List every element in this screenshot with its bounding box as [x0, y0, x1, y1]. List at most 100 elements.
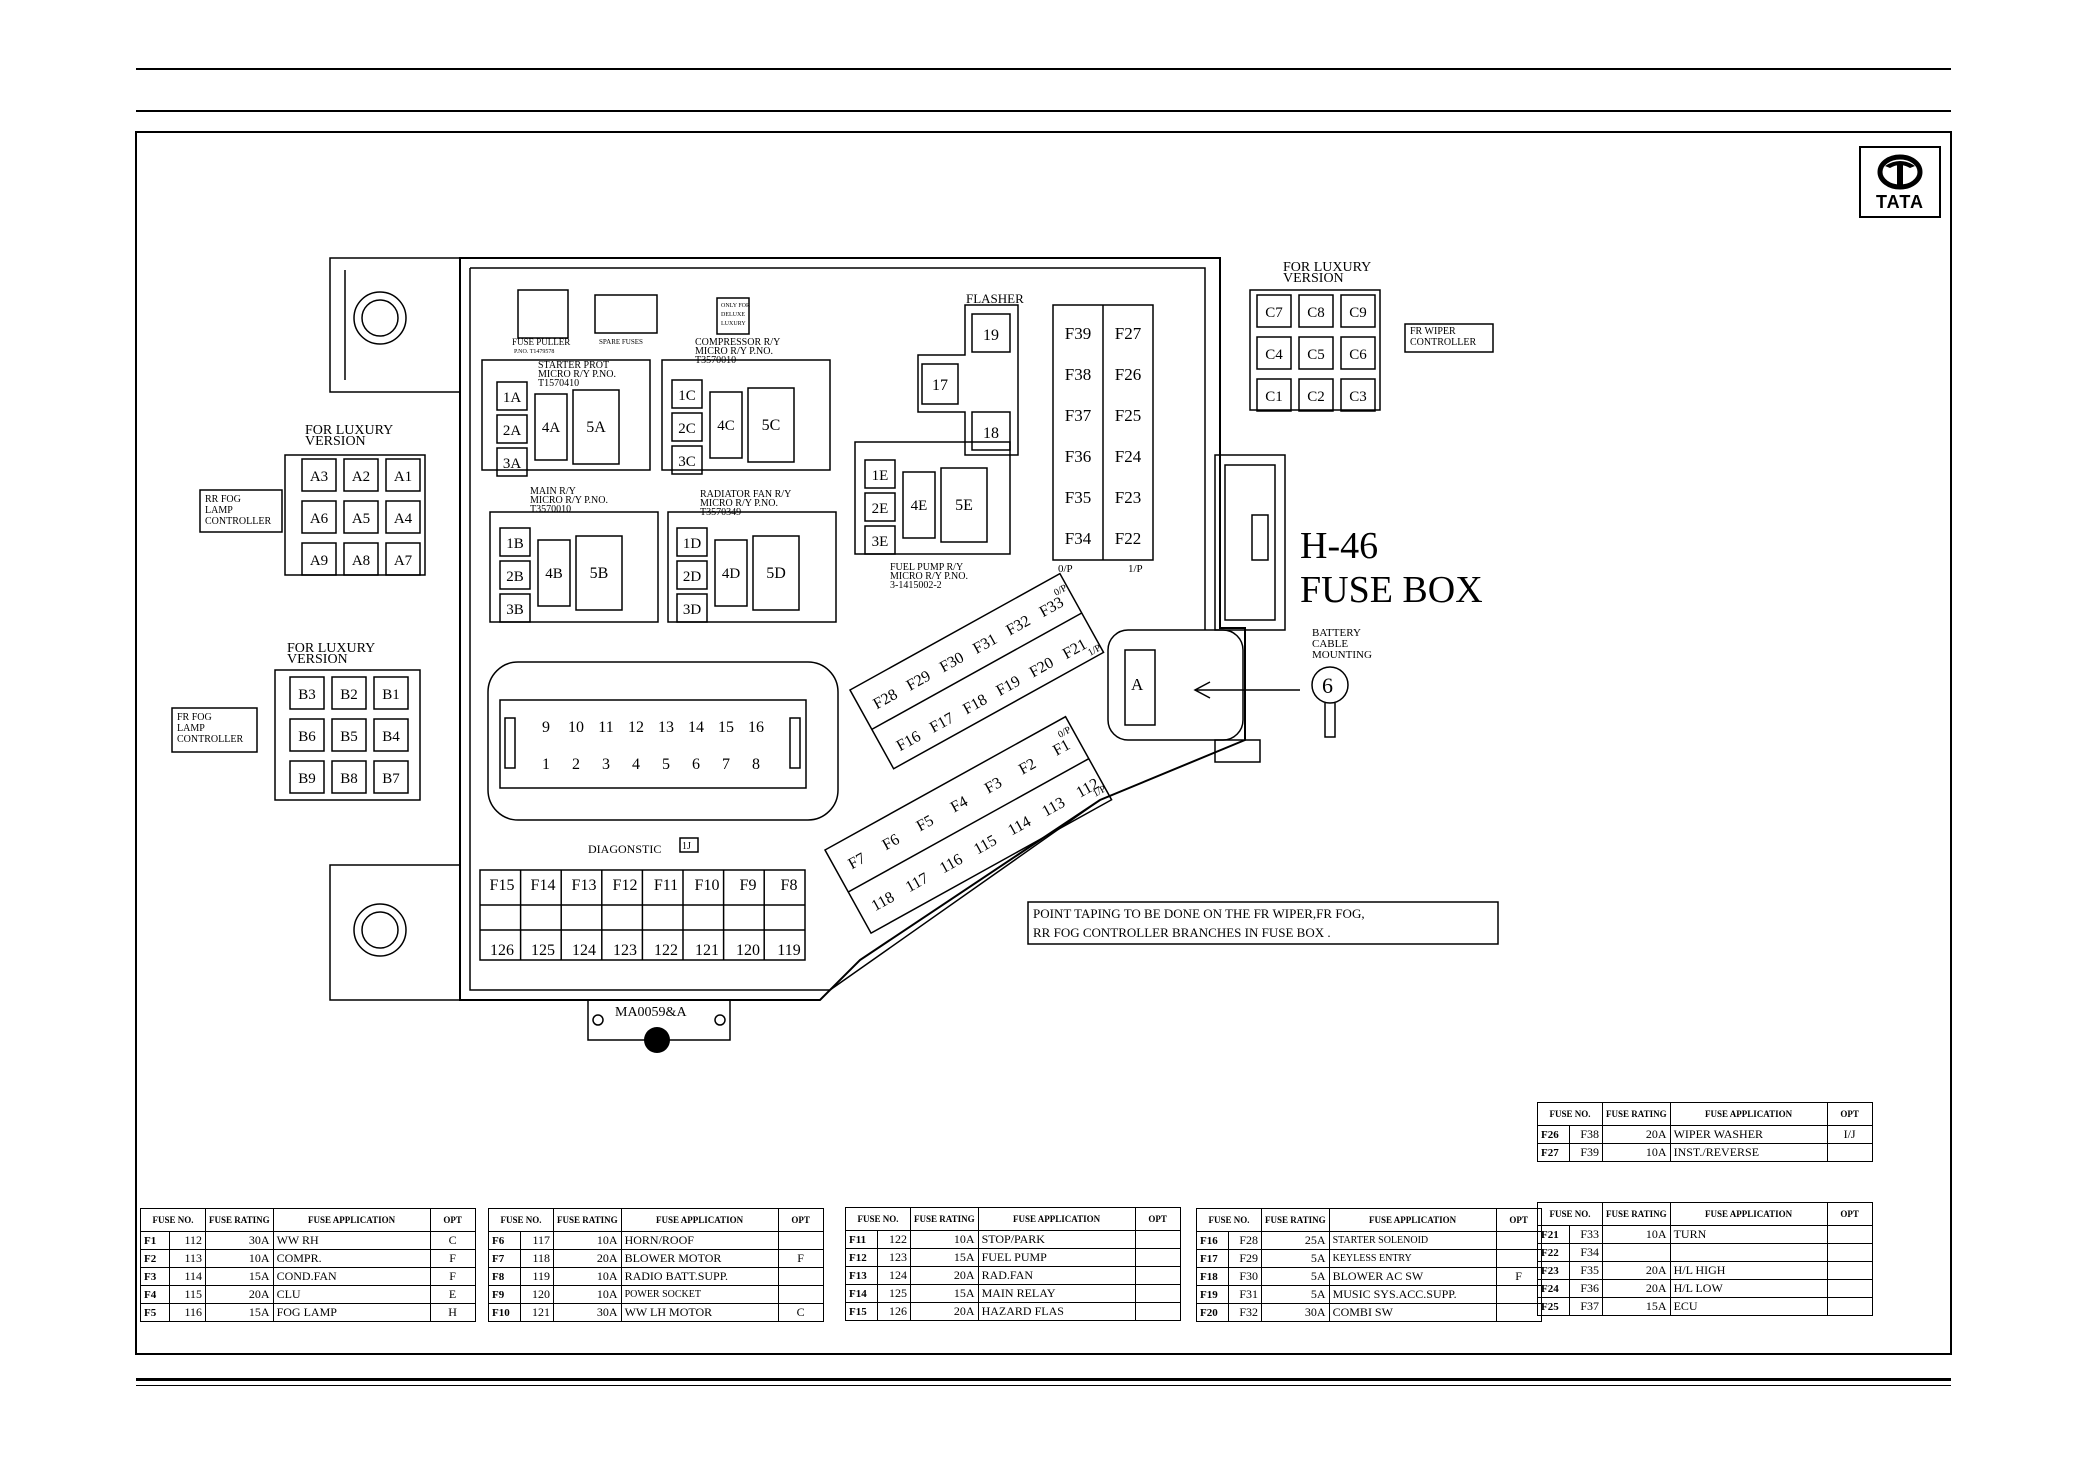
fuse-label: 115 [971, 832, 1000, 858]
fuse-label: F11 [654, 877, 678, 894]
fuse-no: F16 [1196, 1231, 1229, 1250]
fuse-alt-no: F33 [1568, 1225, 1604, 1244]
fuse-label: F1 [1050, 736, 1073, 759]
connector-a-label: A4 [394, 511, 413, 527]
fuse-rating: 30A [1261, 1303, 1330, 1322]
table-header-col-opt: OPT [1826, 1202, 1873, 1226]
diag-pin: 1 [542, 756, 550, 773]
fuse-opt: H [429, 1303, 476, 1322]
fuse-label: F34 [1065, 529, 1092, 548]
table-header-col-app: FUSE APPLICATION [620, 1208, 779, 1232]
table-header-col-rating: FUSE RATING [1602, 1102, 1671, 1126]
flasher-cell [921, 363, 959, 405]
connector-a-label: A3 [310, 469, 328, 485]
table-header-col-rating: FUSE RATING [1602, 1202, 1671, 1226]
radiator-fan-label: RADIATOR FAN R/Y [700, 489, 791, 500]
connector-b-label: B4 [382, 729, 400, 745]
fuse-label: F38 [1065, 365, 1091, 384]
connector-b-label: B7 [382, 771, 400, 787]
fuse-label: F29 [904, 668, 934, 695]
fuse-label: 124 [572, 942, 596, 959]
relay-d-label: 2D [683, 569, 702, 585]
fuse-label: F3 [982, 774, 1005, 797]
fuse-application: H/L LOW [1669, 1279, 1828, 1298]
fuse-no: F15 [844, 1302, 879, 1321]
fuse-alt-no: F39 [1568, 1143, 1604, 1162]
relay-e-pin [864, 459, 896, 489]
diag-pin: 14 [688, 719, 704, 736]
relay-a-pin [496, 414, 528, 444]
fuse-application: POWER SOCKET [620, 1285, 779, 1304]
fuse-application: HORN/ROOF [620, 1231, 779, 1250]
relay-d-label: 1D [683, 536, 702, 552]
fuse-puller-icon [517, 289, 569, 339]
fuse-label: 118 [869, 889, 898, 915]
fuse-label: 120 [736, 942, 760, 959]
for-luxury-a: VERSION [305, 434, 366, 449]
fuse-alt-no: F32 [1227, 1303, 1263, 1322]
connector-c-label: C3 [1349, 389, 1367, 405]
relay-c-label: 1C [678, 388, 696, 404]
fuse-rating: 30A [553, 1303, 622, 1322]
fuse-opt [1826, 1225, 1873, 1244]
fuse-opt [1826, 1261, 1873, 1280]
table-header-col-opt: OPT [777, 1208, 824, 1232]
spare-fuses-label: SPARE FUSES [599, 338, 643, 346]
fuse-rating: 15A [910, 1284, 979, 1303]
relay-e-label: 5E [955, 497, 973, 514]
connector-b-label: B5 [340, 729, 358, 745]
relay-c-contact [747, 387, 795, 463]
relay-c-pin [671, 445, 703, 475]
fuse-alt-no: F29 [1227, 1249, 1263, 1268]
title-line-1: H-46 [1300, 525, 1378, 567]
connector-c-label: C7 [1265, 305, 1283, 321]
connector-c-pin [1340, 378, 1376, 412]
fuse-label: F13 [572, 877, 597, 894]
fuse-rating: 5A [1261, 1267, 1330, 1286]
diag-pin: 10 [568, 719, 584, 736]
fuse-label: F26 [1115, 365, 1141, 384]
fuse-rating [1602, 1243, 1671, 1262]
connector-a-label: A9 [310, 553, 328, 569]
fuse-application: WW RH [272, 1231, 431, 1250]
fuse-label: F27 [1115, 324, 1142, 343]
fuse-opt [1826, 1243, 1873, 1262]
relay-b-contact [575, 535, 623, 611]
fuse-label: F35 [1065, 488, 1091, 507]
diag-pin: 16 [748, 719, 764, 736]
relay-a-label: 1A [503, 390, 522, 406]
relay-b-label: 2B [506, 569, 524, 585]
connector-c-label: C6 [1349, 347, 1367, 363]
connector-b-pin [331, 718, 367, 752]
fuse-application [1669, 1243, 1828, 1262]
connector-c-pin [1298, 378, 1334, 412]
relay-c-pin [671, 379, 703, 409]
fuse-application: WIPER WASHER [1669, 1125, 1828, 1144]
fuse-no: F11 [844, 1230, 879, 1249]
fr-fog-box [171, 707, 258, 753]
fuse-application: TURN [1669, 1225, 1828, 1244]
connector-b-pin [331, 676, 367, 710]
fuse-label: 126 [490, 942, 514, 959]
deluxe-label: DELUXE [721, 312, 745, 318]
table-header-col-rating: FUSE RATING [205, 1208, 274, 1232]
fuse-label: F32 [1003, 612, 1033, 639]
relay-d-label: 4D [722, 566, 741, 582]
relay-e-contact [940, 467, 988, 543]
fuse-opt [1826, 1279, 1873, 1298]
fuse-label: F7 [845, 850, 868, 873]
fuse-no: F4 [140, 1285, 170, 1304]
connector-b-pin [373, 718, 409, 752]
relay-d-pin [676, 560, 708, 590]
connector-a-label: A1 [394, 469, 412, 485]
fuse-application: COND.FAN [272, 1267, 431, 1286]
fuse-opt [1134, 1248, 1181, 1267]
fuse-opt: F [429, 1267, 476, 1286]
relay-d-label: 3D [683, 602, 702, 618]
fuse-no: F12 [844, 1248, 879, 1267]
fuse-label: F24 [1115, 447, 1142, 466]
fuse-application: KEYLESS ENTRY [1328, 1249, 1497, 1268]
